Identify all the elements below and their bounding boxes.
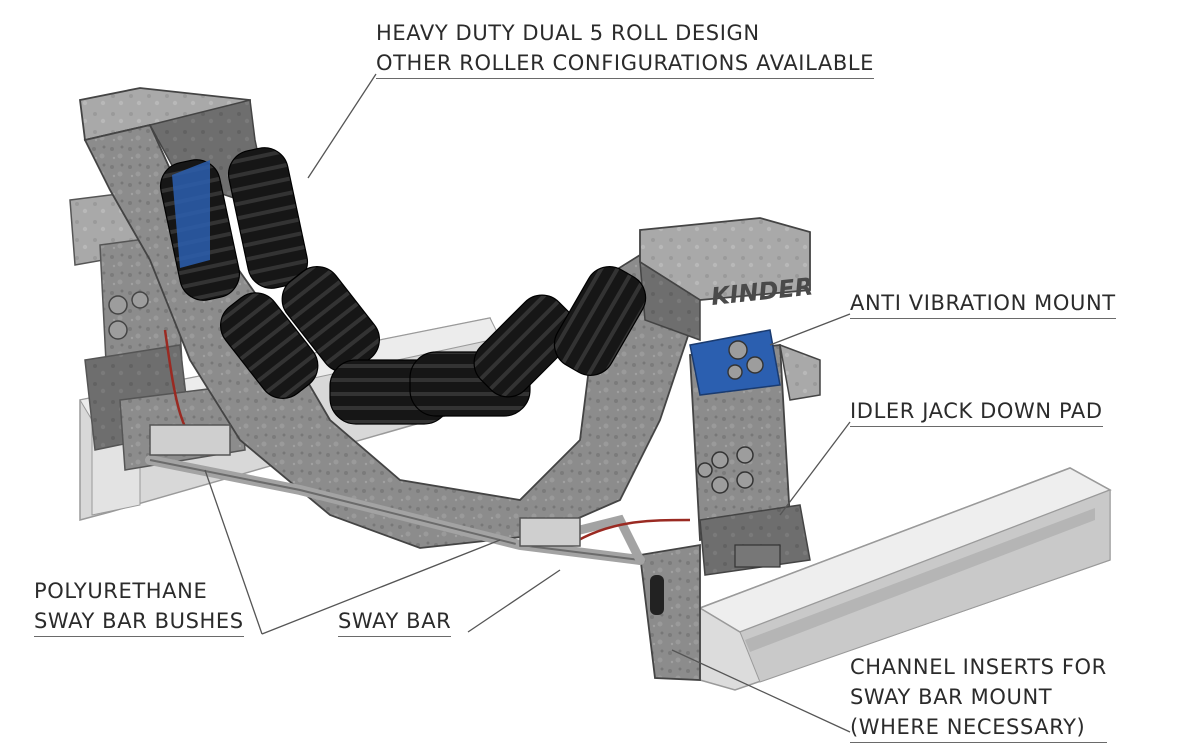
callout-bushes-line2: SWAY BAR BUSHES	[34, 608, 244, 637]
callout-bushes-line1: POLYURETHANE	[34, 579, 208, 603]
sway-bar-assembly	[145, 329, 691, 565]
callout-channel-line1: CHANNEL INSERTS FOR	[850, 655, 1107, 679]
callout-jack-down-pad: IDLER JACK DOWN PAD	[850, 398, 1103, 429]
callout-anti-vibration-line1: ANTI VIBRATION MOUNT	[850, 290, 1116, 319]
anti-vibration-mount	[689, 329, 781, 396]
callout-jack-down-line1: IDLER JACK DOWN PAD	[850, 398, 1103, 427]
callout-sway-bar-bushes: POLYURETHANE SWAY BAR BUSHES	[34, 578, 244, 639]
callout-roll-design-line2: OTHER ROLLER CONFIGURATIONS AVAILABLE	[376, 50, 875, 79]
callout-channel-line3: (WHERE NECESSARY)	[850, 714, 1107, 743]
callout-roll-design-line1: HEAVY DUTY DUAL 5 ROLL DESIGN	[376, 21, 760, 45]
callout-roll-design: HEAVY DUTY DUAL 5 ROLL DESIGN OTHER ROLL…	[376, 20, 875, 81]
callout-anti-vibration-mount: ANTI VIBRATION MOUNT	[850, 290, 1116, 321]
right-channel-beam	[698, 467, 1112, 691]
leader-lines	[204, 73, 851, 733]
roller-set	[159, 147, 647, 425]
callout-sway-bar-line1: SWAY BAR	[338, 608, 452, 637]
callout-sway-bar: SWAY BAR	[338, 608, 452, 639]
callout-channel-line2: SWAY BAR MOUNT	[850, 685, 1053, 709]
callout-channel-inserts: CHANNEL INSERTS FOR SWAY BAR MOUNT (WHER…	[850, 654, 1107, 745]
